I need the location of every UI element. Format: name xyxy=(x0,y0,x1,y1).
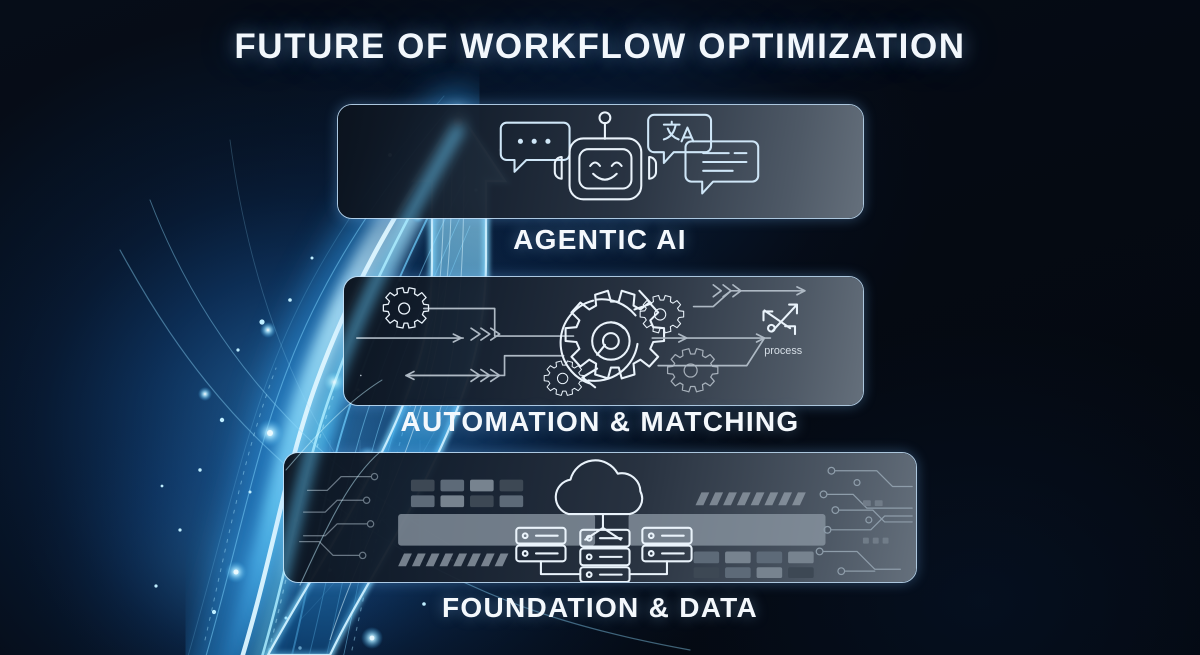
translate-bubble-icon xyxy=(647,113,713,165)
block-grid-icon xyxy=(693,551,814,579)
layer-panel-foundation-data[interactable] xyxy=(283,452,917,583)
foundation-data-icons xyxy=(299,459,913,582)
data-bar xyxy=(628,514,826,546)
cloud-icon xyxy=(554,459,644,516)
page-title: FUTURE OF WORKFLOW OPTIMIZATION xyxy=(234,27,966,66)
hatch-stripes xyxy=(398,553,509,567)
process-label: process xyxy=(764,345,803,357)
text-bubble-icon xyxy=(684,140,760,195)
flow-lines-right xyxy=(651,284,806,367)
block-grid-icon xyxy=(410,479,524,508)
caption-agentic-ai: AGENTIC AI xyxy=(513,224,687,255)
caption-automation-matching: AUTOMATION & MATCHING xyxy=(400,406,800,437)
layer-panel-automation-matching[interactable]: process xyxy=(343,276,864,406)
agentic-ai-icons xyxy=(499,111,760,201)
server-rack-icon xyxy=(515,513,693,582)
automation-icons: process xyxy=(356,284,806,396)
data-bar xyxy=(398,514,596,546)
gear-small-icon xyxy=(382,287,430,329)
robot-face-icon xyxy=(553,111,658,201)
circuit-trace-icon xyxy=(299,472,379,560)
circuit-trace-icon xyxy=(815,466,913,576)
gear-icon xyxy=(543,289,719,396)
chevron-arrow-icon xyxy=(405,327,501,383)
process-transform-icon xyxy=(762,303,799,336)
caption-foundation-data: FOUNDATION & DATA xyxy=(441,592,759,623)
chat-bubble-dots-icon xyxy=(499,121,571,173)
